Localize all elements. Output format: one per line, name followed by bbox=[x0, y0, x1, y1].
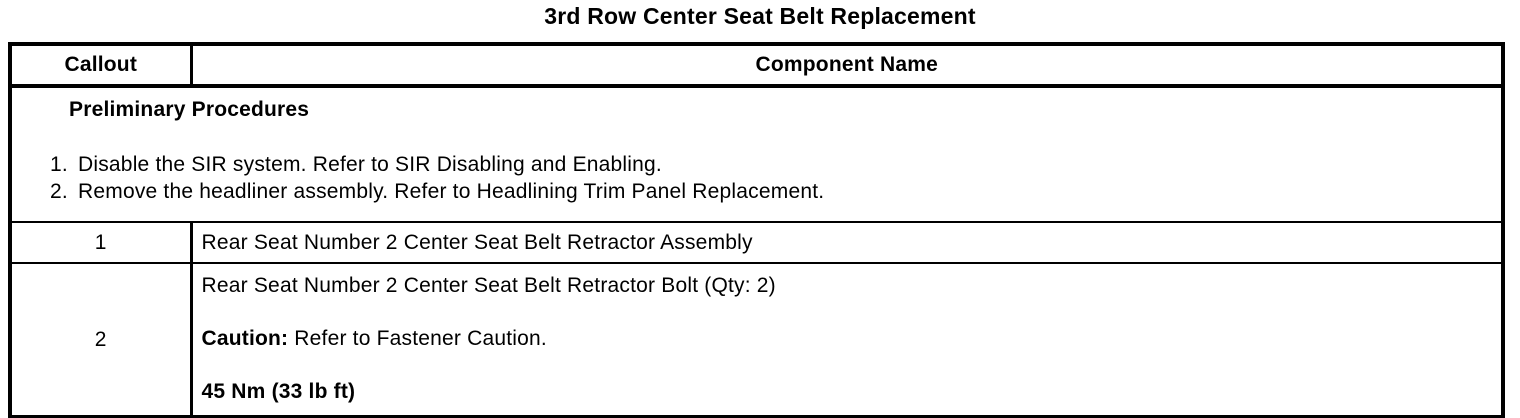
callout-number: 2 bbox=[10, 263, 193, 417]
component-name: Rear Seat Number 2 Center Seat Belt Retr… bbox=[191, 222, 1503, 264]
page-title: 3rd Row Center Seat Belt Replacement bbox=[544, 3, 976, 29]
component-name: Rear Seat Number 2 Center Seat Belt Retr… bbox=[201, 274, 776, 297]
table-header-row: Callout Component Name bbox=[10, 44, 1503, 88]
table-row-callout-2: 2 Rear Seat Number 2 Center Seat Belt Re… bbox=[10, 263, 1503, 417]
caution-note: Caution: Refer to Fastener Caution. bbox=[202, 325, 1492, 352]
component-callout-table: Callout Component Name Preliminary Proce… bbox=[8, 42, 1505, 418]
component-detail-cell: Rear Seat Number 2 Center Seat Belt Retr… bbox=[191, 263, 1503, 417]
callout-column-header: Callout bbox=[10, 44, 193, 88]
table-row-callout-1: 1 Rear Seat Number 2 Center Seat Belt Re… bbox=[10, 222, 1503, 264]
preliminary-step-2: Remove the headliner assembly. Refer to … bbox=[74, 178, 1491, 205]
caution-text: Refer to Fastener Caution. bbox=[288, 327, 547, 350]
caution-label: Caution: bbox=[201, 327, 289, 350]
component-column-header: Component Name bbox=[191, 44, 1503, 88]
preliminary-procedures-row: Preliminary Procedures Disable the SIR s… bbox=[10, 86, 1503, 223]
torque-spec: 45 Nm (33 lb ft) bbox=[201, 380, 356, 403]
preliminary-procedures-heading: Preliminary Procedures bbox=[69, 98, 310, 121]
preliminary-procedures-cell: Preliminary Procedures Disable the SIR s… bbox=[10, 86, 1503, 223]
callout-number: 1 bbox=[10, 222, 193, 264]
preliminary-step-1: Disable the SIR system. Refer to SIR Dis… bbox=[74, 151, 1491, 178]
preliminary-steps-list: Disable the SIR system. Refer to SIR Dis… bbox=[24, 151, 1491, 205]
